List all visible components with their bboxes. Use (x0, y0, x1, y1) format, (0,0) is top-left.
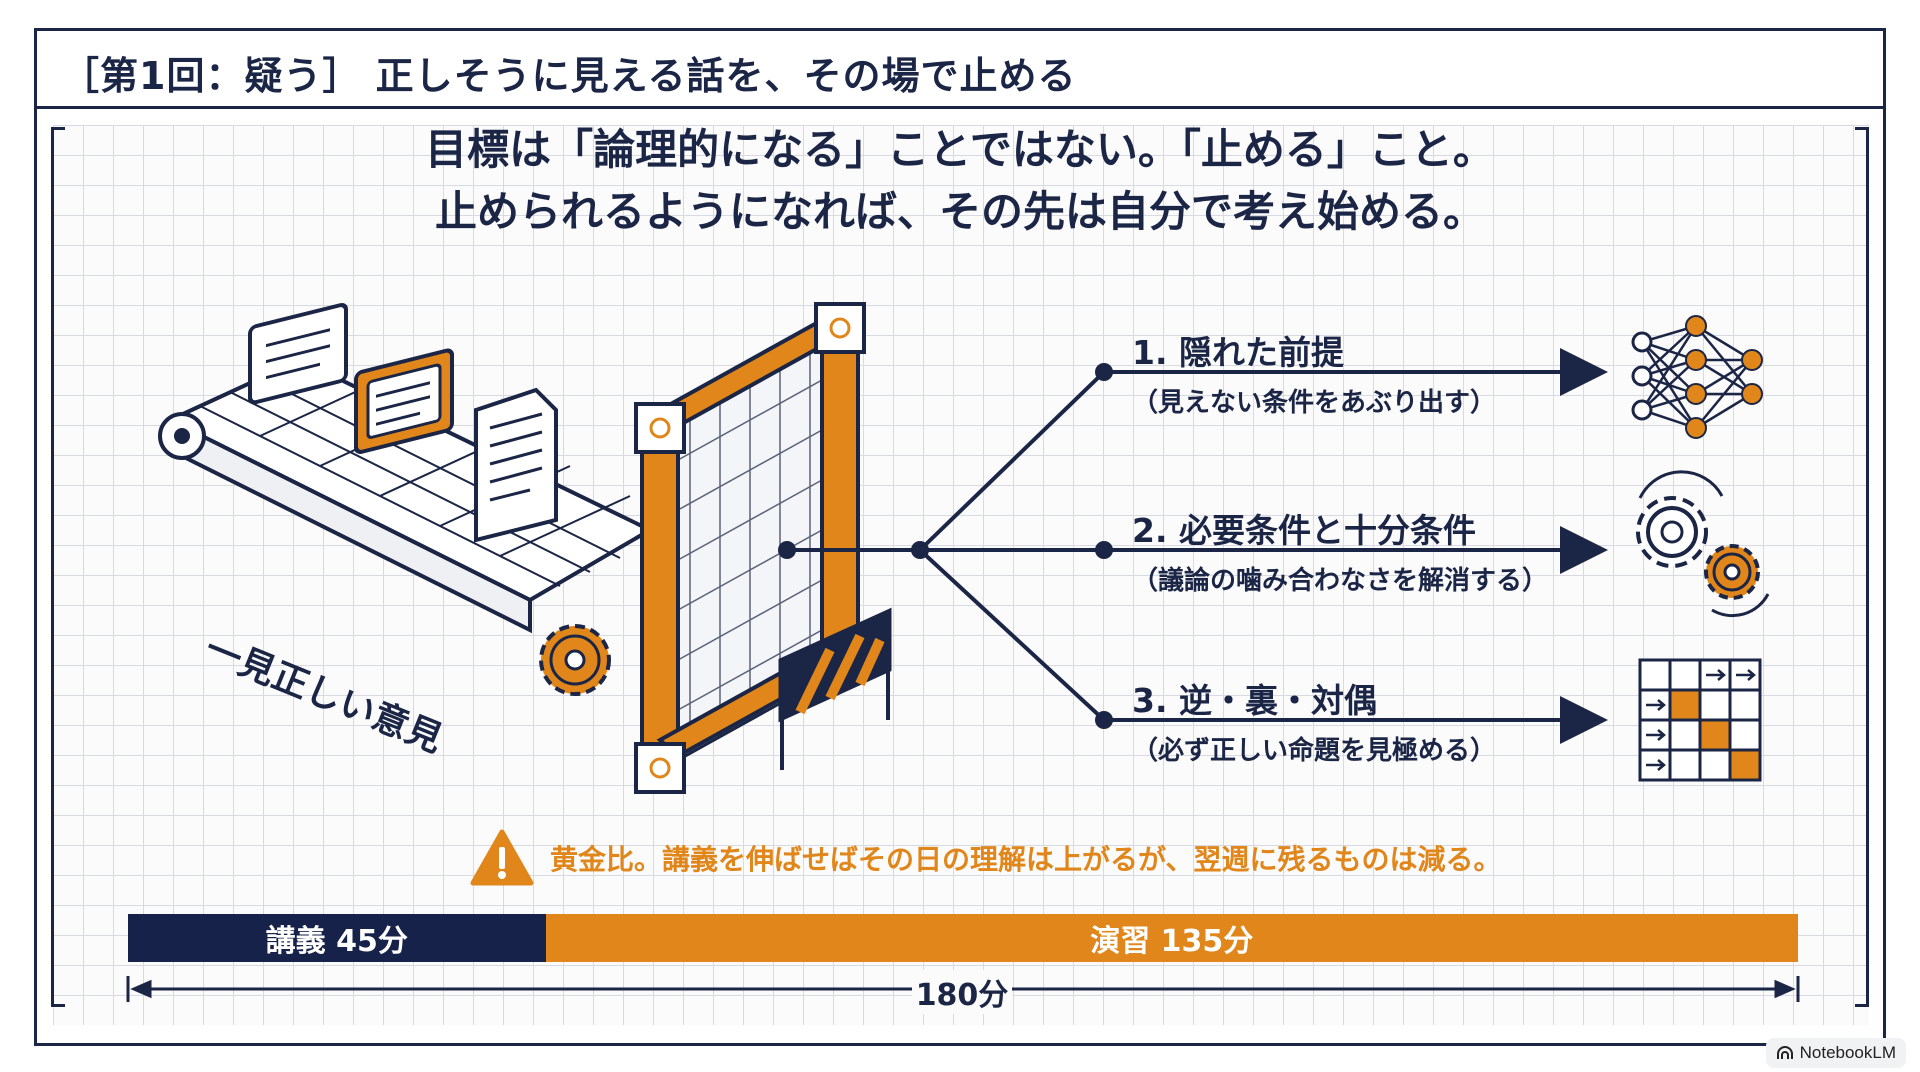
branch-3-node (1095, 711, 1113, 729)
header: ［第1回：疑う］ 正しそうに見える話を、その場で止める (37, 31, 1883, 109)
notebooklm-badge[interactable]: NotebookLM (1765, 1038, 1906, 1068)
gears-icon (1636, 470, 1770, 618)
hub-node (911, 541, 929, 559)
logic-grid-icon (1638, 658, 1762, 782)
logic-grid-arrows (1646, 669, 1756, 771)
right-bracket (1855, 127, 1869, 1007)
branch-1-title: 1. 隠れた前提 (1132, 333, 1344, 372)
branch-2-node (1095, 541, 1113, 559)
branch-3-subtitle: （必ず正しい命題を見極める） (1132, 736, 1497, 766)
gate-node (778, 541, 796, 559)
grid-background (53, 125, 1869, 1025)
branch-2-subtitle: （議論の噛み合わなさを解消する） (1132, 566, 1549, 596)
warning-note: 黄金比。講義を伸ばせばその日の理解は上がるが、翌週に残るものは減る。 (470, 826, 1501, 890)
lecture-segment: 講義 45分 (128, 914, 546, 962)
left-bracket (51, 127, 65, 1007)
branch-connectors (787, 348, 1608, 744)
total-duration-label: 180分 (912, 970, 1012, 1014)
page-title: ［第1回：疑う］ 正しそうに見える話を、その場で止める (61, 54, 1077, 98)
document-icon (474, 387, 558, 543)
slide-frame: ［第1回：疑う］ 正しそうに見える話を、その場で止める (34, 28, 1886, 1046)
barrier (778, 607, 892, 770)
conveyor-gear-icon (539, 624, 611, 696)
warning-text: 黄金比。講義を伸ばせばその日の理解は上がるが、翌週に残るものは減る。 (550, 843, 1502, 876)
warning-icon (470, 829, 534, 886)
branch-1-node (1095, 363, 1113, 381)
lecture-segment-label: 講義 45分 (265, 924, 408, 959)
session-timeline: 講義 45分 演習 135分 (128, 914, 1798, 962)
headline-line-2: 止められるようになれば、その先は自分で考え始める。 (434, 187, 1485, 236)
notebooklm-badge-label: NotebookLM (1799, 1043, 1896, 1062)
network-icon (1631, 315, 1763, 439)
headline-line-1: 目標は「論理的になる」ことではない。「止める」こと。 (425, 125, 1495, 174)
branch-1-subtitle: （見えない条件をあぶり出す） (1132, 388, 1497, 418)
speech-bubble-icon (248, 302, 348, 405)
practice-segment: 演習 135分 (545, 914, 1798, 962)
branch-2-title: 2. 必要条件と十分条件 (1132, 511, 1476, 550)
practice-segment-label: 演習 135分 (1090, 924, 1254, 959)
notebooklm-logo-icon (1776, 1046, 1793, 1059)
speech-bubble-orange-icon (354, 348, 454, 454)
branch-3-title: 3. 逆・裏・対偶 (1132, 681, 1377, 720)
